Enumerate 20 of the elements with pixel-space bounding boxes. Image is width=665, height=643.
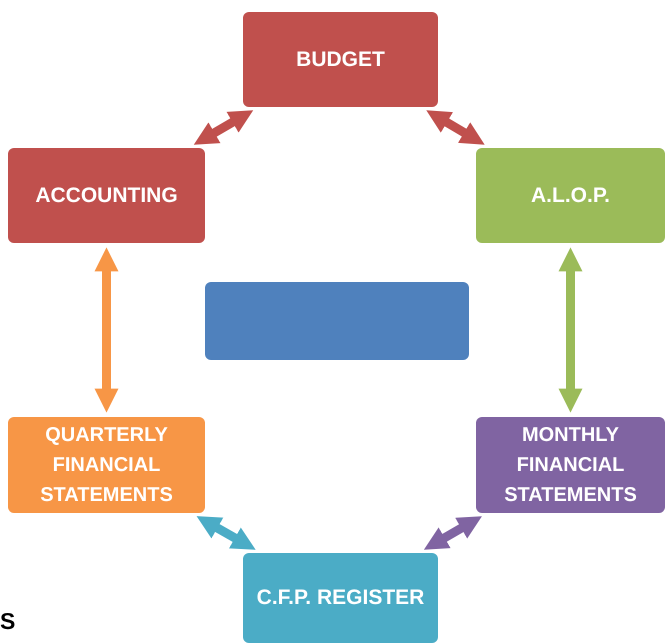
box-label: BUDGET bbox=[296, 46, 385, 73]
box-label: MONTHLY FINANCIAL STATEMENTS bbox=[503, 423, 638, 508]
process-box bbox=[205, 282, 469, 360]
box-label: A.L.O.P. bbox=[531, 182, 610, 209]
double-arrow bbox=[424, 516, 482, 550]
double-arrow bbox=[94, 247, 118, 413]
process-box bbox=[8, 417, 205, 513]
double-arrow bbox=[194, 110, 254, 145]
process-box bbox=[8, 148, 205, 243]
process-box bbox=[243, 12, 438, 107]
double-arrow bbox=[558, 247, 582, 413]
double-arrow bbox=[426, 110, 485, 145]
process-box bbox=[243, 553, 438, 643]
cut-off-text: S bbox=[0, 610, 16, 633]
box-label: QUARTERLY FINANCIAL STATEMENTS bbox=[39, 423, 174, 508]
box-label: C.F.P. REGISTER bbox=[256, 585, 424, 612]
process-box bbox=[476, 148, 665, 243]
double-arrow bbox=[196, 516, 256, 550]
box-label: ACCOUNTING bbox=[35, 182, 178, 209]
process-box bbox=[476, 417, 665, 513]
